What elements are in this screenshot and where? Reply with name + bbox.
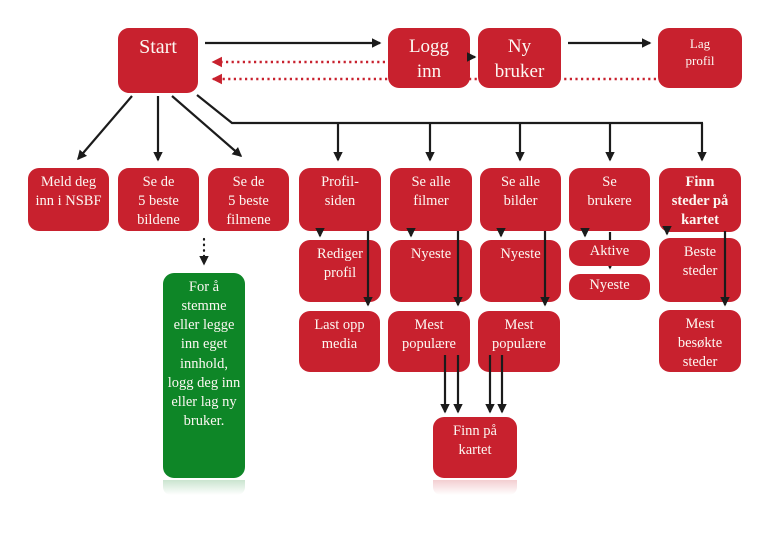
node-beste-steder: Beste steder xyxy=(659,238,741,302)
node-se-5-beste-bildene: Se de 5 beste bildene xyxy=(118,168,199,231)
arrow-start-to-filmene xyxy=(171,95,243,157)
node-mest-populaere-filmer: Mest populære xyxy=(388,311,470,372)
node-meld-deg-inn-i-nsbf: Meld deg inn i NSBF xyxy=(28,168,109,231)
node-nyeste-bilder: Nyeste xyxy=(480,240,561,302)
node-nyeste-brukere: Nyeste xyxy=(569,274,650,300)
node-finn-steder-pa-kartet: Finn steder på kartet xyxy=(659,168,741,232)
node-lag-profil: Lag profil xyxy=(658,28,742,88)
node-ny-bruker: Ny bruker xyxy=(478,28,561,88)
arrow-start-to-melddeg xyxy=(77,95,133,161)
node-se-5-beste-filmene: Se de 5 beste filmene xyxy=(208,168,289,231)
node-se-alle-bilder: Se alle bilder xyxy=(480,168,561,231)
node-start: Start xyxy=(118,28,198,93)
node-last-opp-media: Last opp media xyxy=(299,311,380,372)
node-mest-populaere-bilder: Mest populære xyxy=(478,311,560,372)
node-mest-besokte-steder: Mest besøkte steder xyxy=(659,310,741,372)
node-info-login-notice: For å stemme eller legge inn eget innhol… xyxy=(163,273,245,478)
node-se-alle-filmer: Se alle filmer xyxy=(390,168,472,231)
reflection-green xyxy=(163,480,245,495)
reflection-red xyxy=(433,480,517,495)
node-se-brukere: Se brukere xyxy=(569,168,650,231)
node-logg-inn: Logg inn xyxy=(388,28,470,88)
connector-start-branch-rail xyxy=(196,94,703,125)
node-profil-siden: Profil- siden xyxy=(299,168,381,231)
node-finn-pa-kartet: Finn på kartet xyxy=(433,417,517,478)
